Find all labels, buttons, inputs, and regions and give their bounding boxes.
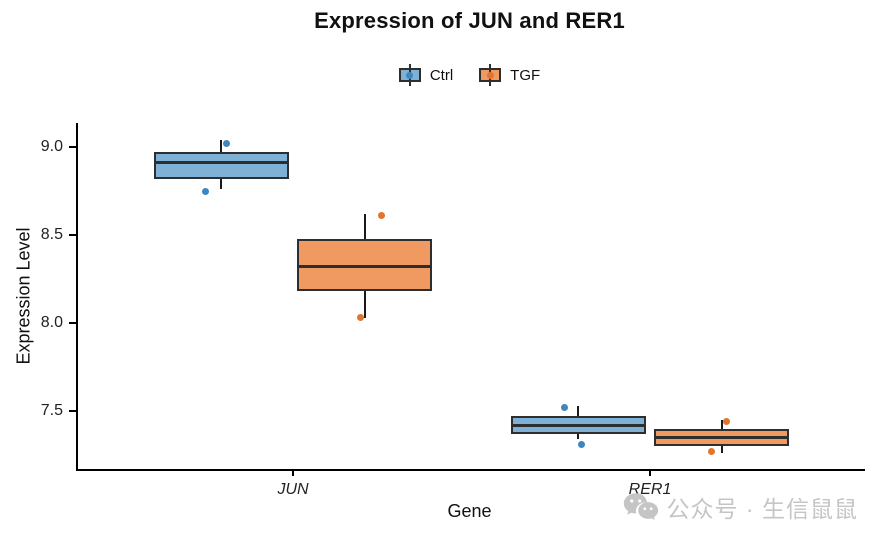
y-tick-label: 8.5 xyxy=(40,226,63,243)
chart-title: Expression of JUN and RER1 xyxy=(314,8,625,33)
legend-item-ctrl: Ctrl xyxy=(398,64,454,86)
y-tick-mark xyxy=(69,410,77,412)
boxplot-key-icon xyxy=(479,64,502,86)
key-point-icon xyxy=(486,71,494,79)
median-ctrl-jun xyxy=(153,161,289,165)
x-tick-label-jun: JUN xyxy=(277,481,309,498)
whisker-upper-tgf-rer1 xyxy=(720,419,723,429)
y-tick-mark xyxy=(69,322,77,324)
whisker-upper-ctrl-jun xyxy=(220,139,223,153)
y-tick-mark xyxy=(69,146,77,148)
legend: Ctrl TGF xyxy=(76,60,863,90)
data-point-tgf-rer1 xyxy=(723,418,731,426)
whisker-upper-tgf-jun xyxy=(363,213,366,239)
median-tgf-jun xyxy=(297,265,433,269)
x-tick-label-rer1: RER1 xyxy=(628,481,672,498)
data-point-tgf-jun xyxy=(357,314,365,322)
boxplot-key-icon xyxy=(398,64,421,86)
legend-label-tgf: TGF xyxy=(510,66,541,84)
x-axis-title: Gene xyxy=(447,501,492,521)
data-point-ctrl-rer1 xyxy=(560,403,568,411)
whisker-lower-tgf-rer1 xyxy=(720,446,723,454)
key-point-icon xyxy=(406,71,414,79)
x-tick-mark xyxy=(649,469,651,476)
box-tgf-jun xyxy=(297,238,433,292)
whisker-lower-ctrl-jun xyxy=(220,178,223,190)
median-ctrl-rer1 xyxy=(510,423,646,427)
data-point-ctrl-rer1 xyxy=(577,440,585,448)
legend-item-tgf: TGF xyxy=(479,64,541,86)
data-point-ctrl-jun xyxy=(222,139,230,147)
wechat-icon xyxy=(623,493,658,521)
whisker-lower-tgf-jun xyxy=(363,291,366,318)
whisker-upper-ctrl-rer1 xyxy=(577,405,580,417)
whisker-lower-ctrl-rer1 xyxy=(577,433,580,440)
x-tick-mark xyxy=(292,469,294,476)
watermark-text: 公众号 · 生信鼠鼠 xyxy=(666,496,858,522)
y-tick-label: 7.5 xyxy=(40,402,63,419)
data-point-tgf-rer1 xyxy=(708,447,716,455)
y-axis-title: Expression Level xyxy=(13,227,34,365)
watermark: 公众号 · 生信鼠鼠 xyxy=(623,490,858,524)
median-tgf-rer1 xyxy=(654,435,790,439)
data-point-ctrl-jun xyxy=(201,187,209,195)
y-tick-label: 8.0 xyxy=(40,314,63,331)
y-tick-label: 9.0 xyxy=(40,138,63,155)
box-ctrl-jun xyxy=(153,152,289,179)
legend-label-ctrl: Ctrl xyxy=(429,66,454,84)
data-point-tgf-jun xyxy=(378,212,386,220)
y-tick-mark xyxy=(69,234,77,236)
